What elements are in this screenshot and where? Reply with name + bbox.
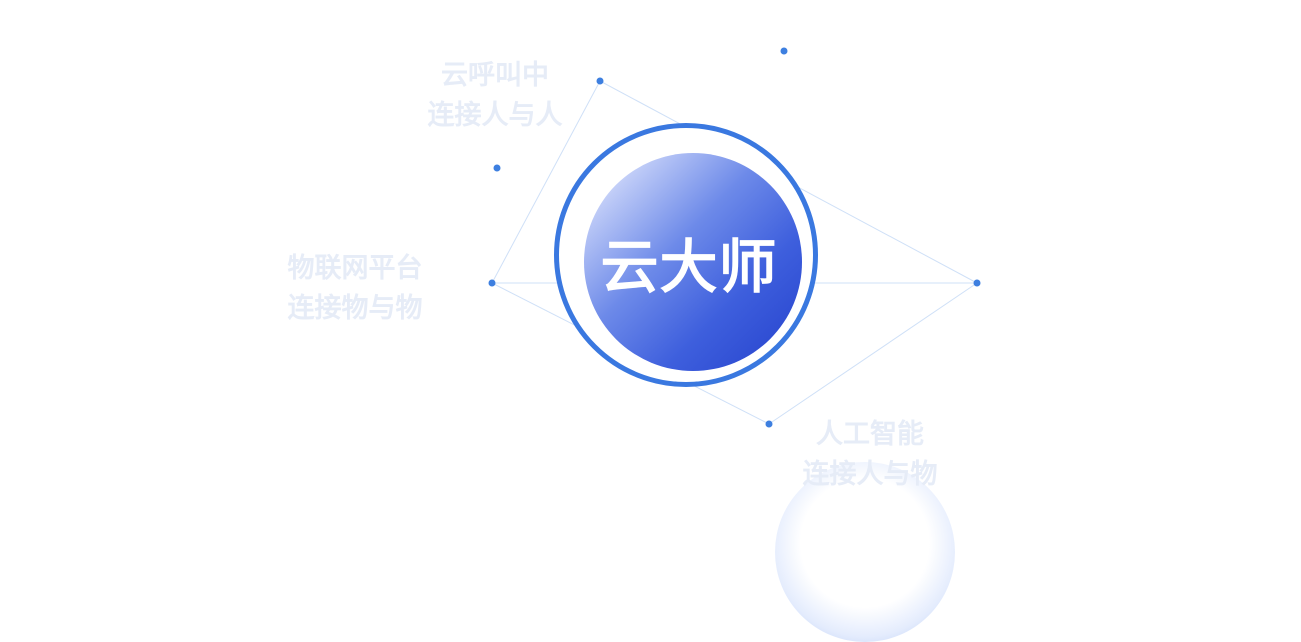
network-edge <box>768 282 978 425</box>
satellite-label-line2: 连接物与物 <box>287 293 423 324</box>
satellite-label-line1: 物联网平台 <box>287 253 423 284</box>
satellite-label-line2: 连接人与人 <box>427 100 563 131</box>
satellite-label-iot-platform: 物联网平台 连接物与物 <box>270 249 440 329</box>
hub-title: 云大师 <box>600 233 778 301</box>
satellite-label-line1: 人工智能 <box>816 419 924 450</box>
network-node-dot <box>596 77 604 85</box>
node-group <box>488 47 981 428</box>
satellite-label-line2: 连接人与物 <box>802 459 938 490</box>
hub-node: 云大师 <box>554 123 818 387</box>
network-node-dot <box>780 47 788 55</box>
network-edge <box>491 80 601 284</box>
satellite-label-call-center: 云呼叫中 连接人与人 <box>410 56 580 136</box>
satellite-label-line1: 云呼叫中 <box>441 60 549 91</box>
network-node-dot <box>973 279 981 287</box>
hub-core: 云大师 <box>584 153 802 371</box>
network-node-dot <box>488 279 496 287</box>
network-node-dot <box>493 164 501 172</box>
satellite-label-ai: 人工智能 连接人与物 <box>785 415 955 495</box>
network-node-dot <box>765 420 773 428</box>
